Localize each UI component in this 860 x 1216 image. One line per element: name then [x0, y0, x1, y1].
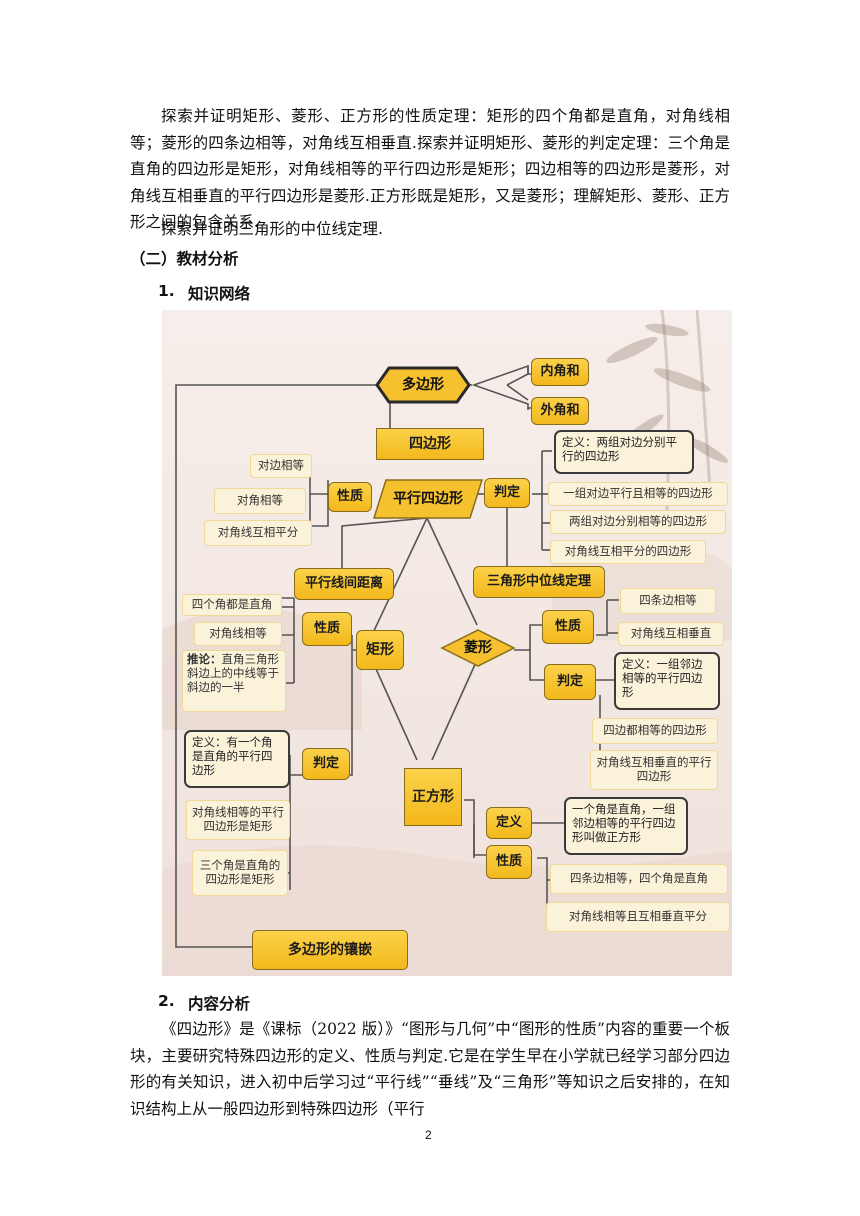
sq-prop-diagonals: 对角线相等且互相垂直平分: [546, 902, 730, 932]
subheading-content-analysis: 内容分析: [188, 995, 251, 1013]
rect-corollary: 推论：直角三角形斜边上的中线等于斜边的一半: [182, 650, 286, 712]
node-tessellation: 多边形的镶嵌: [252, 930, 408, 970]
rect-prop-right-angles: 四个角都是直角: [182, 594, 282, 616]
node-parallelogram: 平行四边形: [393, 490, 463, 507]
rh-prop-perpendicular: 对角线互相垂直: [618, 622, 724, 646]
sq-definition: 一个角是直角，一组邻边相等的平行四边形叫做正方形: [564, 797, 688, 855]
subheading-number-2: 2.: [158, 992, 175, 1010]
node-rh-property: 性质: [542, 610, 594, 644]
node-rect-property: 性质: [302, 612, 352, 646]
subheading-knowledge-network: 知识网络: [188, 285, 251, 303]
rect-corollary-label: 推论：: [187, 652, 222, 666]
pg-prop-diagonals-bisect: 对角线互相平分: [204, 520, 312, 546]
node-sq-definition: 定义: [486, 807, 532, 839]
rect-judge-diagonals: 对角线相等的平行四边形是矩形: [186, 800, 290, 840]
node-pg-property: 性质: [328, 482, 372, 512]
section-heading: （二）教材分析: [130, 250, 239, 268]
pg-prop-opposite-sides: 对边相等: [250, 454, 312, 478]
node-sq-property: 性质: [486, 845, 532, 879]
rh-judge-perpendicular-diagonals: 对角线互相垂直的平行四边形: [590, 750, 718, 790]
rect-definition: 定义：有一个角是直角的平行四边形: [184, 730, 290, 788]
polygon-shape: [375, 366, 471, 404]
rect-judge-three-angles: 三个角是直角的四边形是矩形: [192, 850, 288, 896]
rect-corollary-text: 直角三角形斜边上的中线等于斜边的一半: [187, 652, 279, 694]
node-quadrilateral: 四边形: [376, 428, 484, 460]
sq-prop-sides-angles: 四条边相等，四个角是直角: [550, 864, 728, 894]
node-rhombus: 菱形: [464, 639, 492, 656]
node-exterior-angles: 外角和: [531, 397, 589, 425]
pg-judge-diagonals: 对角线互相平分的四边形: [550, 540, 706, 564]
pg-judge-one-pair: 一组对边平行且相等的四边形: [548, 482, 728, 506]
node-square: 正方形: [404, 768, 462, 826]
node-parallel-distance: 平行线间距离: [294, 568, 394, 600]
paragraph-midline: 探索并证明三角形的中位线定理.: [161, 220, 383, 238]
page-number: 2: [425, 1128, 432, 1142]
rh-prop-four-sides: 四条边相等: [620, 588, 716, 614]
node-pg-judge: 判定: [484, 478, 530, 508]
node-polygon: 多边形: [402, 376, 444, 393]
subheading-number-1: 1.: [158, 282, 175, 300]
paragraph-content-analysis: 《四边形》是《课标（2022 版）》“图形与几何”中“图形的性质”内容的重要一个…: [130, 1020, 730, 1118]
pg-definition: 定义：两组对边分别平行的四边形: [554, 430, 694, 474]
rhombus-shape: [440, 629, 516, 667]
knowledge-network-diagram: 多边形 内角和 外角和 四边形 平行四边形 对边相等 对角相等 对角线互相平分 …: [162, 310, 732, 976]
rh-definition: 定义：一组邻边相等的平行四边形: [614, 652, 720, 710]
pg-judge-two-pairs: 两组对边分别相等的四边形: [550, 510, 726, 534]
node-rect-judge: 判定: [302, 748, 350, 780]
node-rh-judge: 判定: [544, 664, 596, 700]
parallelogram-shape: [372, 479, 484, 519]
pg-prop-opposite-angles: 对角相等: [214, 488, 306, 514]
rect-prop-equal-diagonals: 对角线相等: [194, 622, 282, 646]
paragraph-shapes-theorems: 探索并证明矩形、菱形、正方形的性质定理：矩形的四个角都是直角，对角线相等；菱形的…: [130, 107, 730, 232]
node-rectangle: 矩形: [356, 630, 404, 670]
node-interior-angles: 内角和: [531, 358, 589, 386]
rh-judge-all-sides: 四边都相等的四边形: [592, 718, 718, 744]
node-triangle-midline: 三角形中位线定理: [473, 566, 605, 598]
